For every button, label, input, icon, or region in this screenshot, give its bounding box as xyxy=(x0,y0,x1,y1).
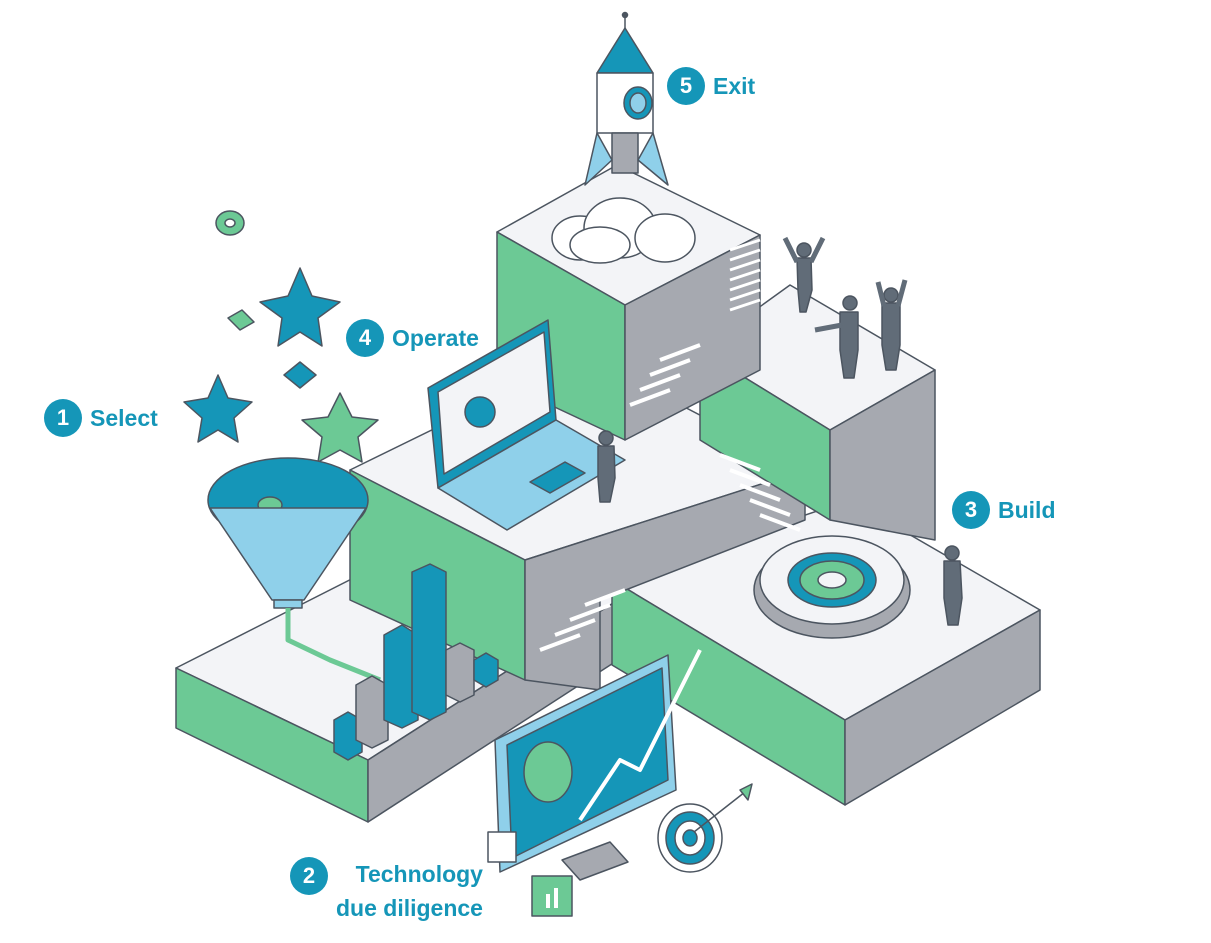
people-icon xyxy=(943,545,963,626)
star-icon xyxy=(183,210,379,463)
rocket-icon xyxy=(584,11,669,186)
funnel-icon xyxy=(207,457,381,683)
target-icon xyxy=(657,783,753,873)
bar-chart-icon xyxy=(333,563,499,761)
step-label: Technology due diligence xyxy=(336,857,483,925)
stairs-icon xyxy=(729,238,761,312)
step-label: Exit xyxy=(713,73,756,99)
stairs-icon xyxy=(539,343,801,652)
monitor-icon xyxy=(487,649,702,917)
step-technology-due-diligence: 2 Technology due diligence xyxy=(290,857,483,925)
step-number-badge: 4 xyxy=(346,319,384,357)
cloud-icon xyxy=(551,197,696,264)
step-number-badge: 5 xyxy=(667,67,705,105)
step-label-line-1: Technology xyxy=(355,861,483,887)
laptop-icon xyxy=(185,319,626,531)
step-number-badge: 1 xyxy=(44,399,82,437)
step-number-badge: 3 xyxy=(952,491,990,529)
gear-icon xyxy=(753,535,911,639)
step-build: 3 Build xyxy=(952,491,1056,529)
step-operate: 4 Operate xyxy=(346,319,479,357)
people-icon xyxy=(597,430,616,503)
step-label: Build xyxy=(998,497,1056,523)
step-exit: 5 Exit xyxy=(667,67,755,105)
step-select: 1 Select xyxy=(44,399,158,437)
step-number-badge: 2 xyxy=(290,857,328,895)
step-label: Select xyxy=(90,405,158,431)
people-icon xyxy=(782,236,908,379)
step-label: Operate xyxy=(392,325,479,351)
step-label-line-2: due diligence xyxy=(336,895,483,921)
